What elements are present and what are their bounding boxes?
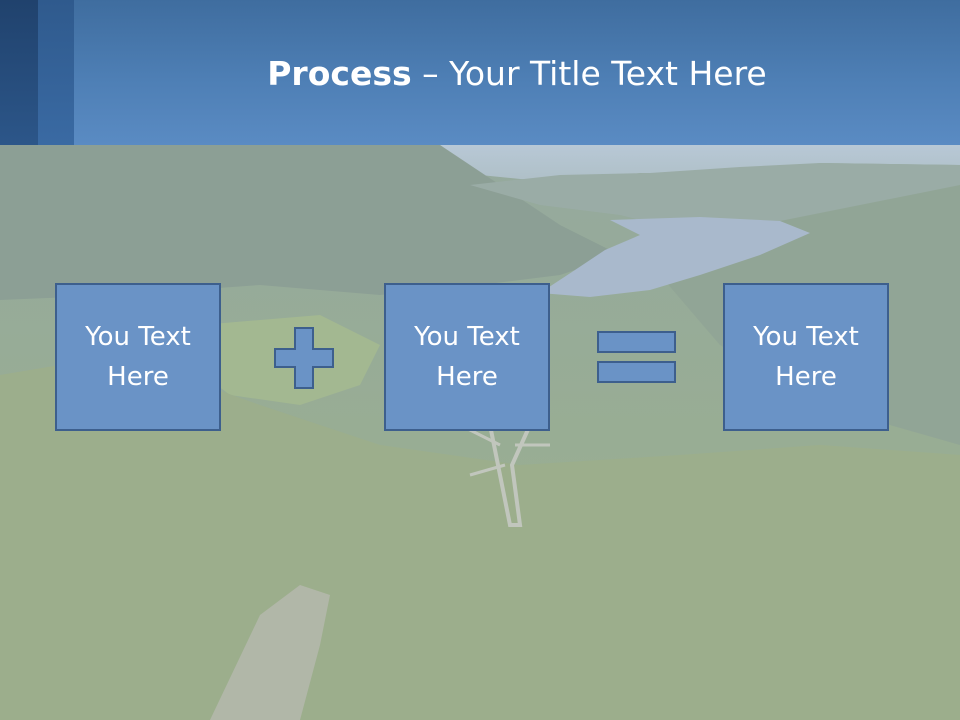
landscape-background [0, 145, 960, 720]
equals-icon [597, 331, 676, 383]
slide-title[interactable]: Process – Your Title Text Here [74, 52, 960, 96]
process-box-2-text: You Text Here [414, 322, 520, 392]
header-accent-mid [38, 0, 74, 145]
header-band [0, 0, 960, 145]
process-box-1[interactable]: You Text Here [55, 283, 221, 431]
plus-icon [274, 327, 334, 389]
title-bold: Process [267, 54, 412, 93]
process-box-2[interactable]: You Text Here [384, 283, 550, 431]
process-box-3[interactable]: You Text Here [723, 283, 889, 431]
header-accent-dark [0, 0, 38, 145]
title-rest: – Your Title Text Here [411, 54, 767, 93]
process-box-1-text: You Text Here [85, 322, 191, 392]
process-box-3-text: You Text Here [753, 322, 859, 392]
